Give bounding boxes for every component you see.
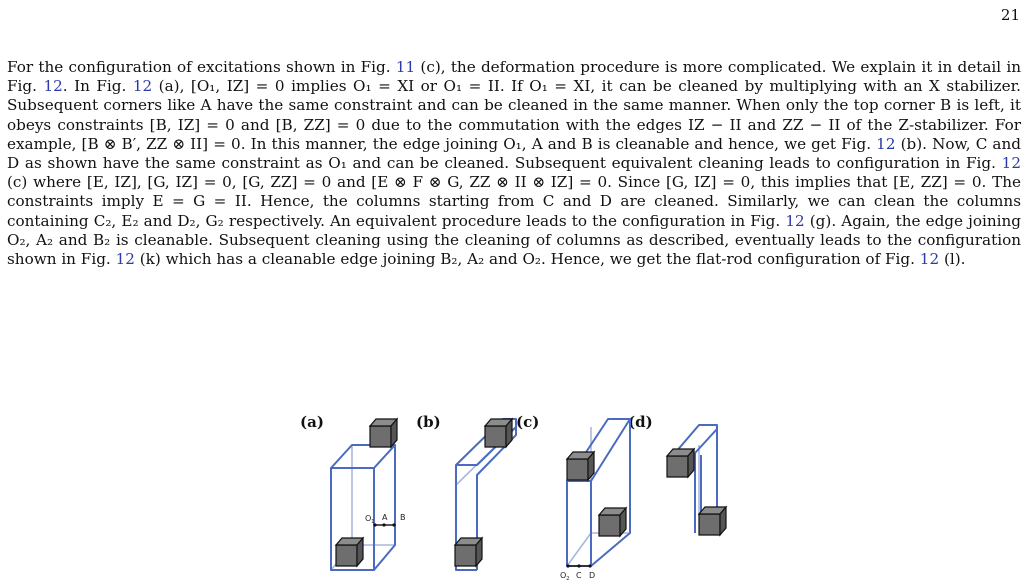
excitation-cube [483,417,514,449]
excitation-cube [334,536,365,568]
slab-c [566,418,631,567]
edge-points [566,564,592,568]
figure-drawing: O1 A B [330,417,728,582]
slab-side-face [373,445,396,571]
figure-ref[interactable]: 12 [785,211,805,230]
panel-label-c: (c) [516,413,540,431]
edge-points [373,523,396,527]
panel-label-b: (b) [416,413,441,431]
point-label-o2: O2 [560,571,569,582]
point-label-d: D [589,571,595,580]
point-label-a: A [382,513,388,522]
excitation-cube [597,506,628,538]
point-label-c: C [576,571,582,580]
excitation-cube [565,450,596,482]
panel-label-a: (a) [300,413,324,431]
excitation-cube [665,447,696,479]
figure-ref[interactable]: 12 [919,250,940,269]
excitation-cube [697,505,728,537]
panel-label-d: (d) [628,413,653,431]
figure-ref[interactable]: 12 [132,77,153,96]
body-paragraph: For the configuration of excitations sho… [7,58,1021,269]
figure-ref[interactable]: 12 [1001,154,1021,173]
figure-12: (a) (b) (c) (d) O1 A [290,405,750,587]
figure-ref[interactable]: 12 [876,134,896,153]
figure-ref[interactable]: 12 [43,77,63,96]
figure-ref[interactable]: 12 [115,250,135,269]
page-number: 21 [1000,6,1020,24]
excitation-cube [368,417,399,449]
point-label-b: B [400,513,406,522]
point-label-o1: O1 [365,514,374,525]
excitation-cube [453,536,484,568]
figure-ref[interactable]: 11 [395,58,416,76]
slab-top-face [330,444,396,469]
